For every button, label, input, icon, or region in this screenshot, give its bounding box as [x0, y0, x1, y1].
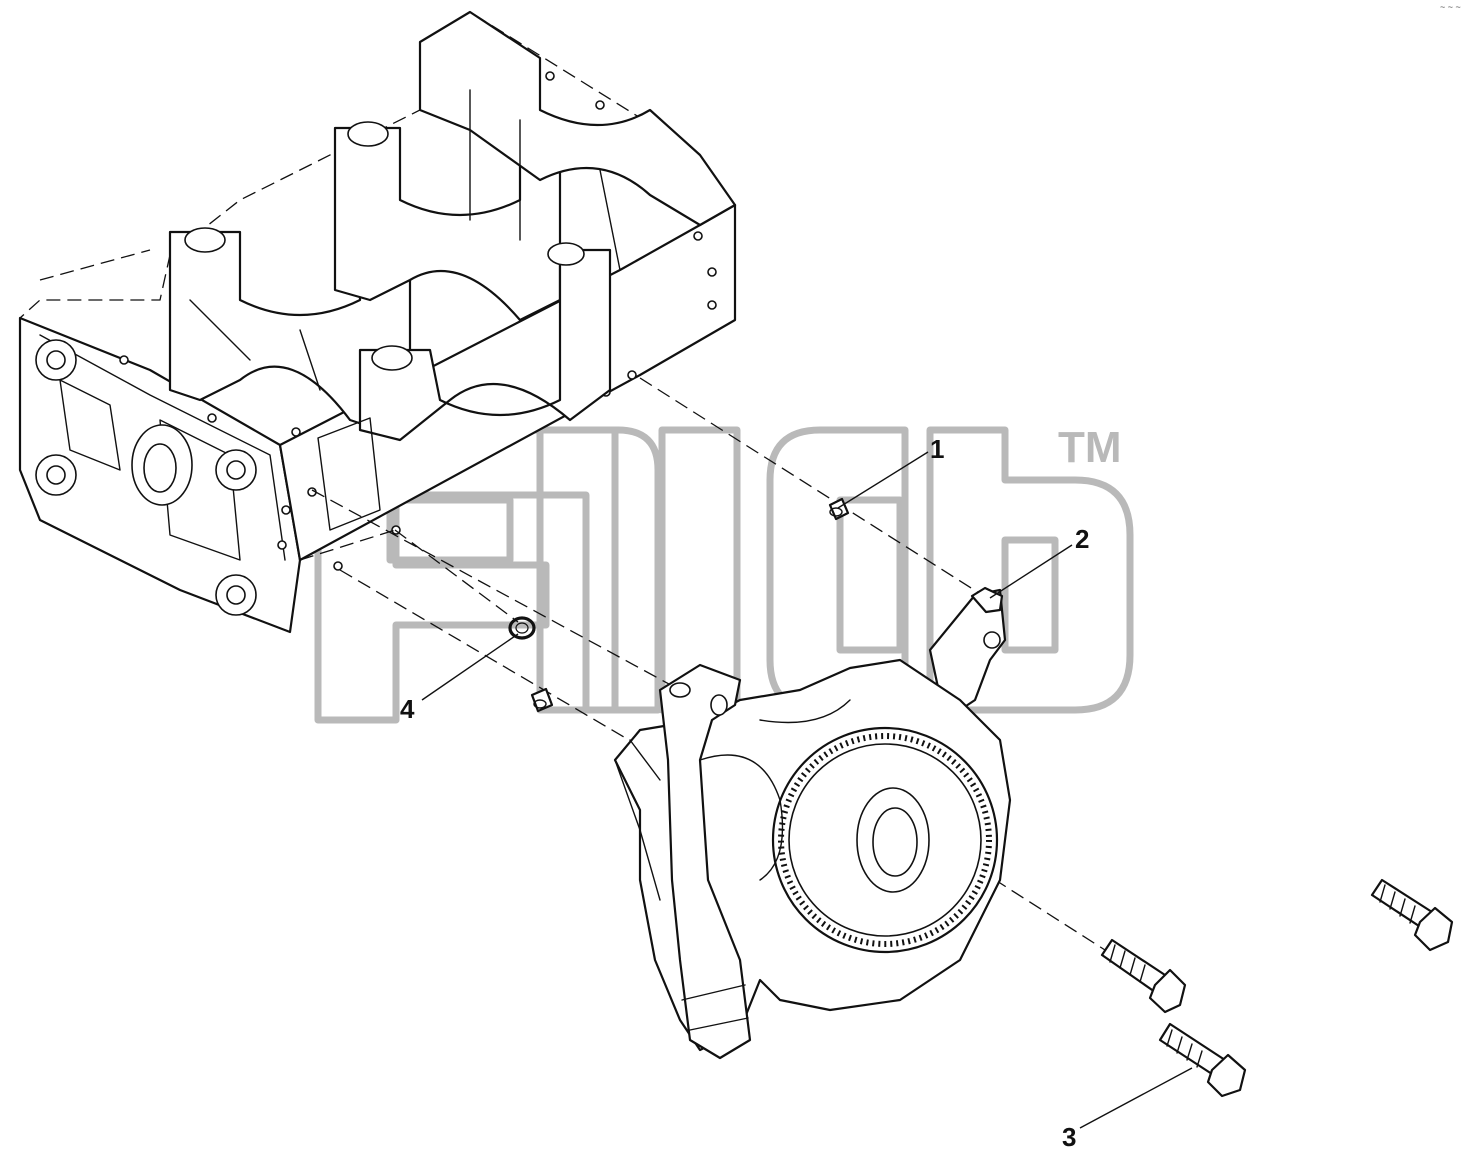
callout-4: 4	[400, 633, 519, 724]
bolt-lower	[1158, 1022, 1247, 1098]
bearing-bulkheads	[168, 10, 737, 442]
bolt-right	[1370, 878, 1454, 952]
dowel-pin-lower	[530, 687, 554, 713]
oil-pump-assembly	[613, 586, 1012, 1060]
corner-code: ~ ~ ~	[1440, 2, 1461, 12]
bolt-center	[1100, 938, 1187, 1014]
callout-1: 1	[837, 434, 944, 509]
o-ring-seal	[508, 616, 536, 640]
callout-label-2: 2	[1075, 524, 1089, 554]
callout-3: 3	[1062, 1067, 1193, 1152]
drive-gear	[771, 726, 999, 954]
trademark-symbol: TM	[1058, 423, 1122, 472]
engine-block	[18, 10, 737, 634]
callout-2: 2	[989, 524, 1089, 599]
callout-label-3: 3	[1062, 1122, 1076, 1152]
callout-label-4: 4	[400, 694, 415, 724]
callout-label-1: 1	[930, 434, 944, 464]
